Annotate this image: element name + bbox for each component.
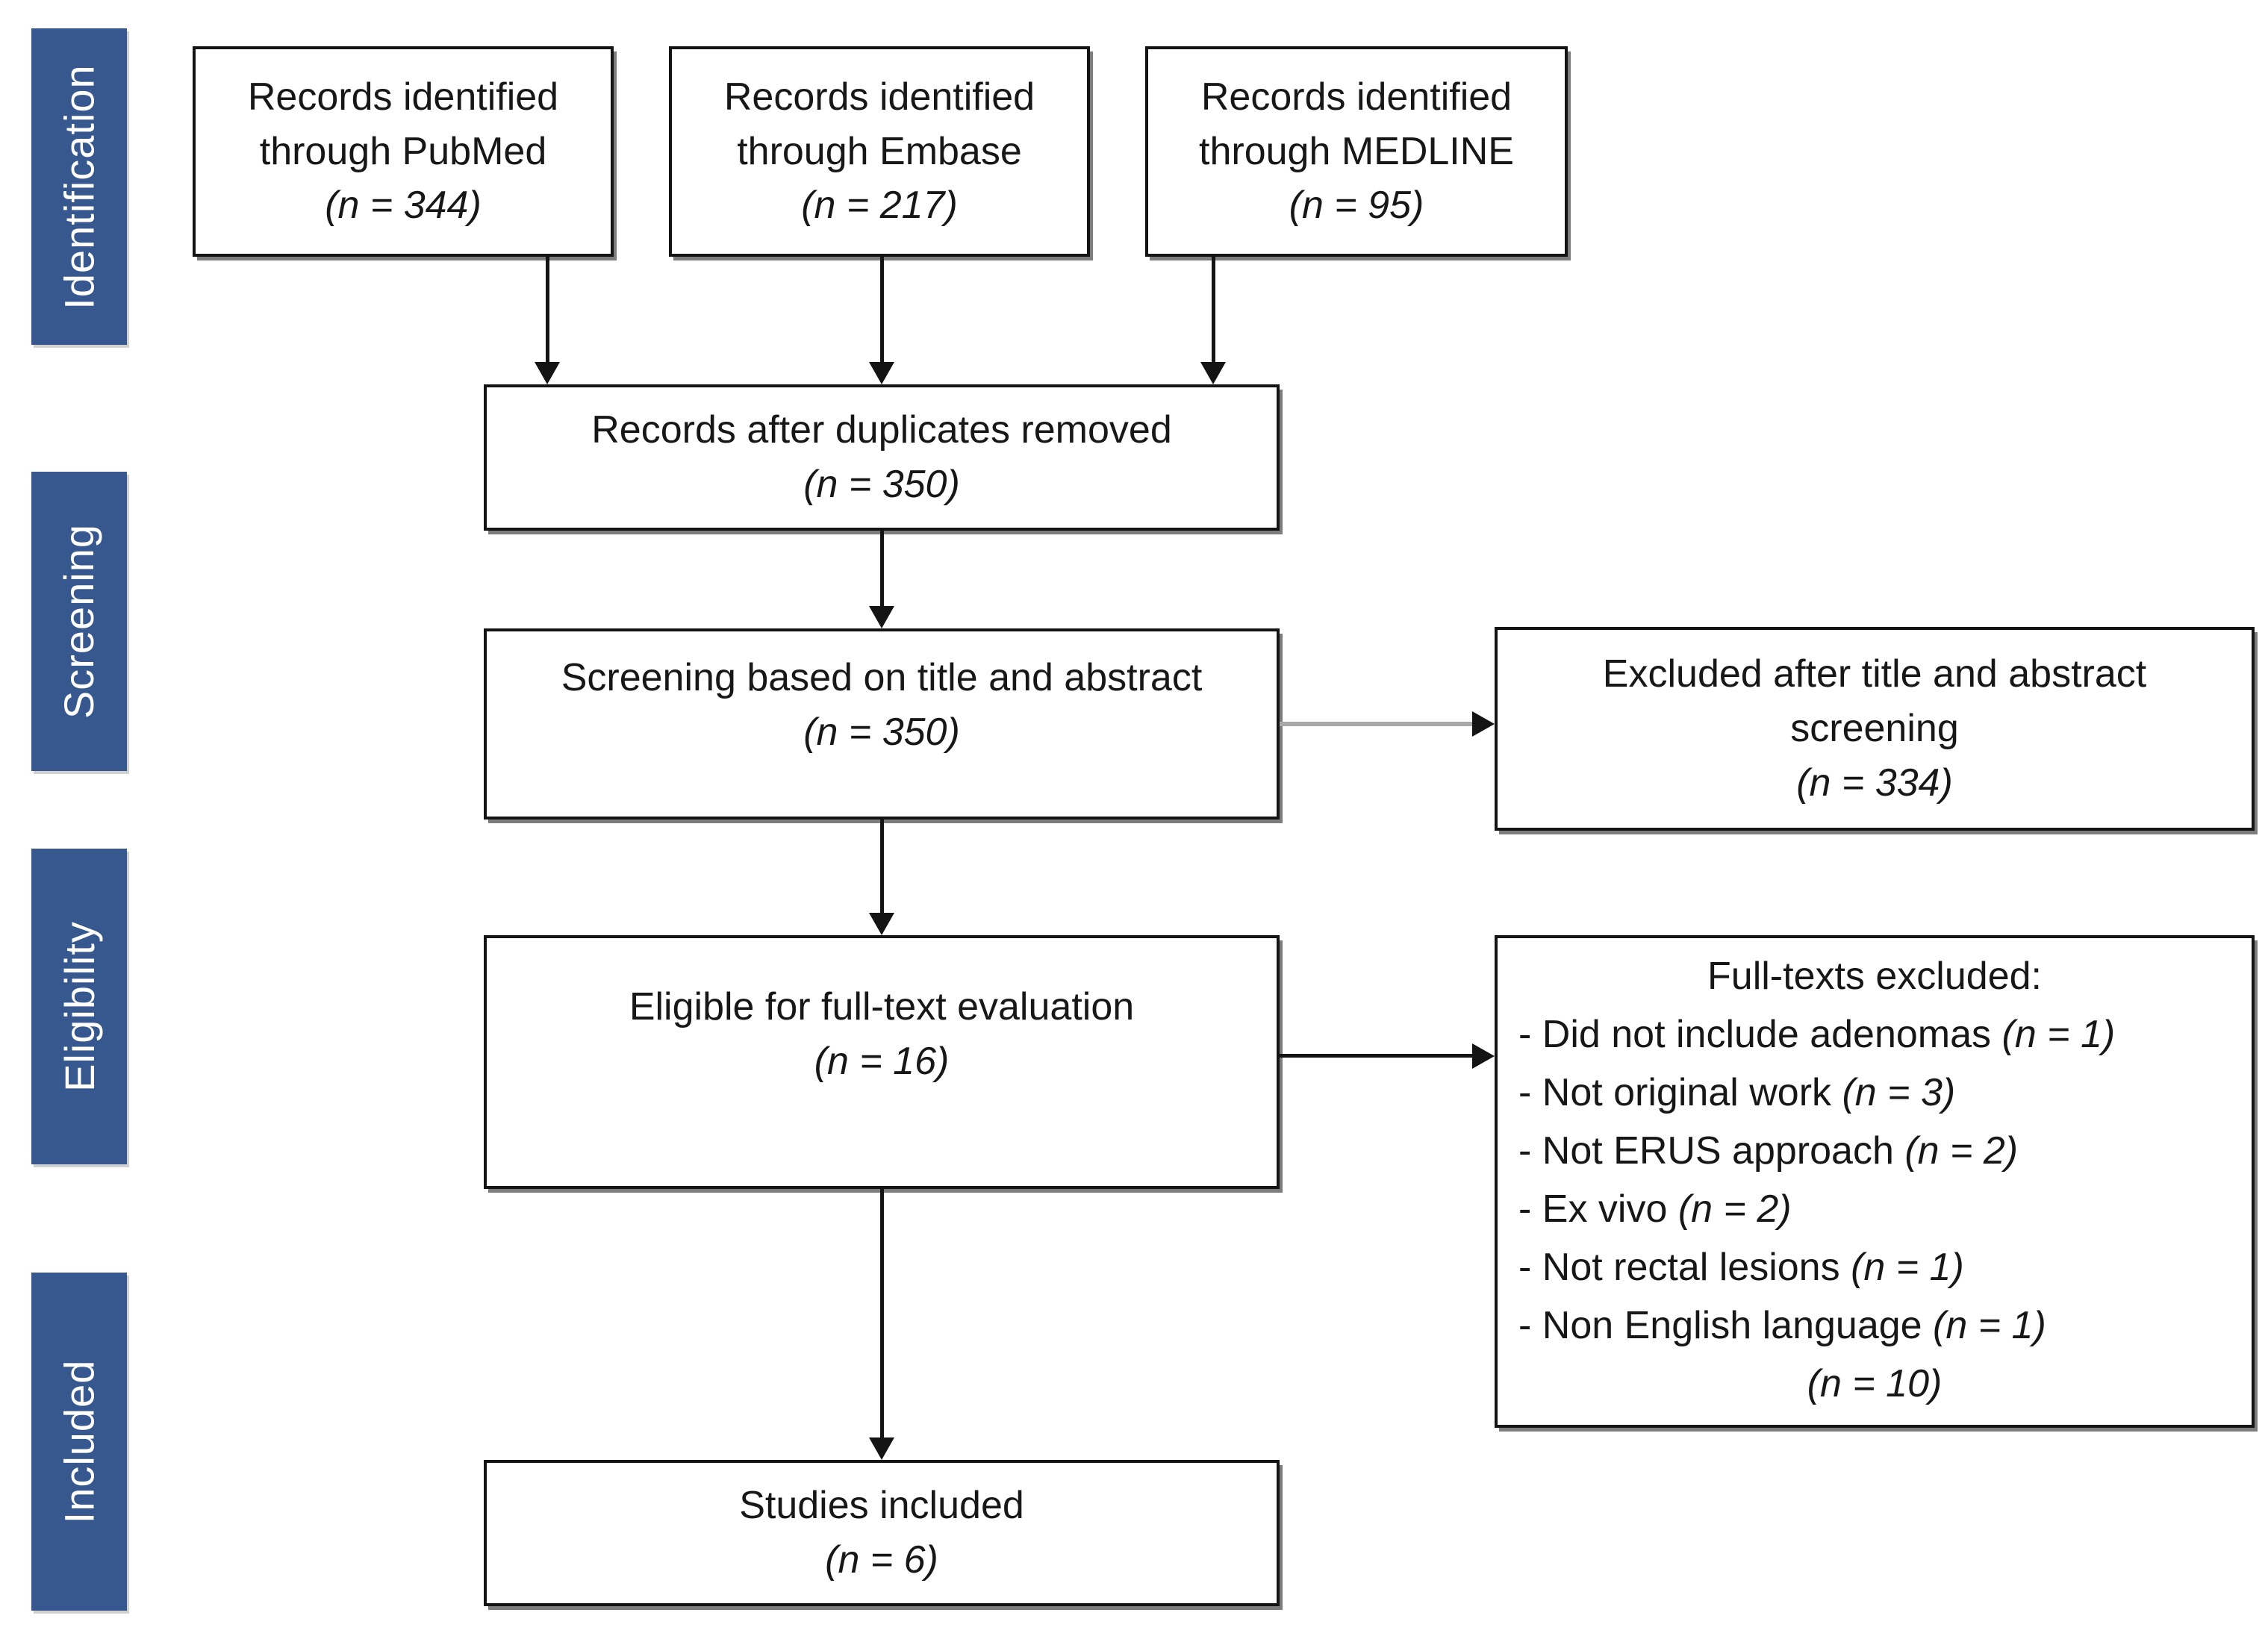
- stage-label-included: Included: [31, 1273, 127, 1611]
- box-duplicates-removed: Records after duplicates removed (n = 35…: [484, 384, 1280, 531]
- exclusion-reason: - Not ERUS approach (n = 2): [1518, 1122, 2231, 1180]
- exclusion-reason: - Did not include adenomas (n = 1): [1518, 1005, 2231, 1064]
- arrow-line: [880, 531, 884, 609]
- arrow-head-down-icon: [869, 1437, 894, 1460]
- box-text: Excluded after title and abstract screen…: [1602, 652, 2147, 751]
- exclusion-reason: - Not rectal lesions (n = 1): [1518, 1238, 2231, 1296]
- arrow-head-right-icon: [1472, 1043, 1495, 1069]
- arrow-head-down-icon: [869, 362, 894, 384]
- box-records-embase: Records identified through Embase (n = 2…: [669, 46, 1090, 257]
- reason-label: - Ex vivo: [1518, 1187, 1668, 1231]
- exclusion-reason: - Ex vivo (n = 2): [1518, 1180, 2231, 1238]
- box-fulltext-eligible: Eligible for full-text evaluation (n = 1…: [484, 935, 1280, 1189]
- box-count: (n = 217): [801, 184, 958, 228]
- box-count: (n = 350): [803, 710, 960, 754]
- arrow-line: [1280, 722, 1475, 726]
- box-text: Records after duplicates removed: [591, 408, 1172, 452]
- stage-label-text: Screening: [55, 523, 103, 719]
- fulltext-excluded-title: Full-texts excluded:: [1707, 955, 2042, 998]
- exclusion-reason: - Not original work (n = 3): [1518, 1064, 2231, 1122]
- box-records-pubmed: Records identified through PubMed (n = 3…: [193, 46, 614, 257]
- reason-count: (n = 2): [1904, 1129, 2019, 1173]
- box-text: Studies included: [739, 1484, 1024, 1528]
- reason-count: (n = 1): [2001, 1013, 2116, 1056]
- box-excluded-after-screening: Excluded after title and abstract screen…: [1495, 627, 2255, 831]
- stage-label-text: Eligibility: [55, 921, 103, 1092]
- arrow-head-right-icon: [1472, 711, 1495, 737]
- reason-label: - Not original work: [1518, 1071, 1832, 1114]
- arrow-line: [880, 1189, 884, 1440]
- box-count: (n = 16): [814, 1039, 950, 1083]
- reason-label: - Not ERUS approach: [1518, 1129, 1894, 1173]
- arrow-line: [1280, 1054, 1475, 1058]
- exclusion-reason: - Non English language (n = 1): [1518, 1296, 2231, 1355]
- box-studies-included: Studies included (n = 6): [484, 1460, 1280, 1606]
- box-text: Records identified through MEDLINE: [1199, 75, 1514, 173]
- arrow-head-down-icon: [869, 913, 894, 935]
- box-records-medline: Records identified through MEDLINE (n = …: [1145, 46, 1568, 257]
- reason-count: (n = 1): [1851, 1246, 1964, 1289]
- box-text: Eligible for full-text evaluation: [629, 985, 1135, 1028]
- box-count: (n = 95): [1289, 184, 1424, 228]
- box-count: (n = 350): [803, 463, 960, 506]
- stage-label-text: Identification: [55, 63, 103, 310]
- stage-label-eligibility: Eligibility: [31, 849, 127, 1164]
- arrow-line: [546, 257, 549, 365]
- box-text: Records identified through PubMed: [247, 75, 559, 173]
- stage-label-text: Included: [55, 1359, 103, 1524]
- arrow-line: [880, 257, 884, 365]
- reason-count: (n = 1): [1933, 1304, 2046, 1347]
- reason-count: (n = 3): [1842, 1071, 1956, 1114]
- box-text: Screening based on title and abstract: [561, 656, 1203, 699]
- stage-label-screening: Screening: [31, 472, 127, 771]
- box-title-abstract-screening: Screening based on title and abstract (n…: [484, 628, 1280, 820]
- arrow-head-down-icon: [1200, 362, 1226, 384]
- stage-label-identification: Identification: [31, 28, 127, 345]
- reason-label: - Non English language: [1518, 1304, 1922, 1347]
- box-text: Records identified through Embase: [723, 75, 1035, 173]
- reason-count: (n = 2): [1677, 1187, 1792, 1231]
- reason-label: - Not rectal lesions: [1518, 1246, 1840, 1289]
- arrow-head-down-icon: [535, 362, 560, 384]
- arrow-line: [880, 820, 884, 916]
- box-count: (n = 6): [825, 1538, 938, 1582]
- box-fulltext-excluded: Full-texts excluded: - Did not include a…: [1495, 935, 2255, 1428]
- reason-label: - Did not include adenomas: [1518, 1013, 1992, 1056]
- box-count: (n = 334): [1796, 761, 1953, 805]
- box-count: (n = 344): [325, 184, 482, 228]
- arrow-line: [1212, 257, 1215, 365]
- arrow-head-down-icon: [869, 606, 894, 628]
- fulltext-excluded-total: (n = 10): [1807, 1362, 1943, 1405]
